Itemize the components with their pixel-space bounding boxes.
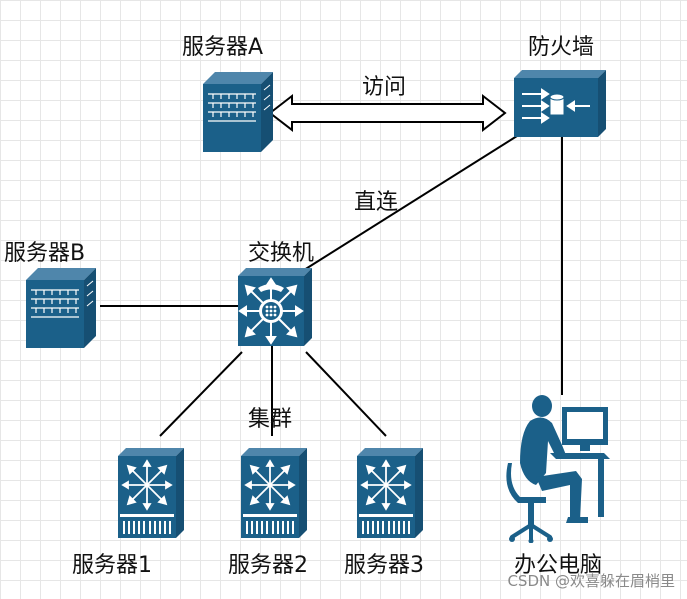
edge-switch-server3 bbox=[305, 351, 387, 437]
server-1-label: 服务器1 bbox=[72, 553, 152, 578]
switch-icon bbox=[238, 268, 312, 346]
server-2-icon bbox=[241, 448, 307, 538]
server-3-icon bbox=[357, 448, 423, 538]
firewall-label: 防火墙 bbox=[528, 35, 595, 60]
edge-firewall-switch bbox=[303, 135, 518, 271]
server-b-icon bbox=[26, 268, 96, 348]
firewall-icon bbox=[514, 70, 606, 137]
office-pc-icon bbox=[506, 395, 610, 543]
direct-label: 直连 bbox=[354, 190, 399, 215]
server-1-icon bbox=[118, 448, 184, 538]
server-a-icon bbox=[203, 72, 273, 152]
server-b-label: 服务器B bbox=[4, 241, 86, 266]
cluster-label: 集群 bbox=[248, 407, 293, 432]
office-pc-label: 办公电脑 bbox=[514, 553, 603, 578]
access-double-arrow bbox=[268, 93, 507, 133]
server-3-label: 服务器3 bbox=[344, 553, 424, 578]
server-a-label: 服务器A bbox=[182, 35, 264, 60]
switch-label: 交换机 bbox=[248, 241, 315, 266]
edge-switch-server1 bbox=[159, 351, 243, 437]
server-2-label: 服务器2 bbox=[228, 553, 308, 578]
access-label: 访问 bbox=[362, 75, 407, 100]
watermark: CSDN @欢喜躲在眉梢里 bbox=[507, 572, 675, 590]
